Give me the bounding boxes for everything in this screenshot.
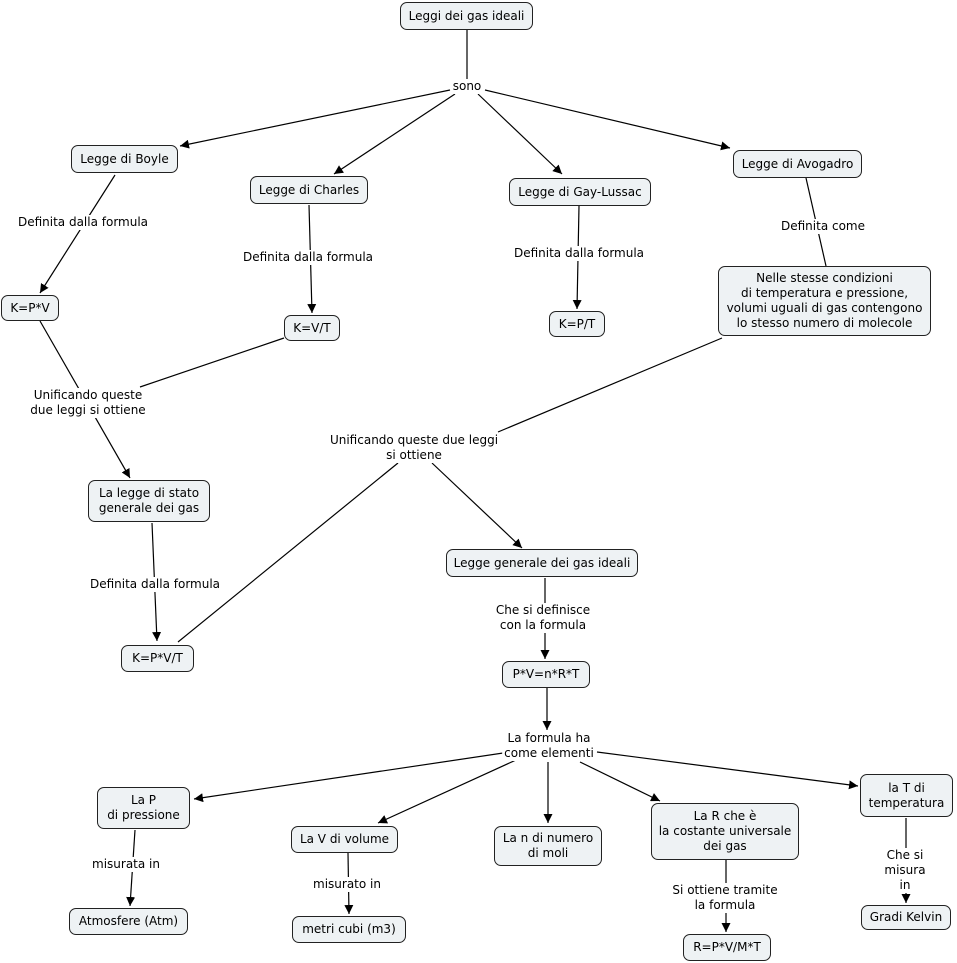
node-formula-r[interactable]: R=P*V/M*T xyxy=(683,934,771,961)
node-costante-universale[interactable]: La R che è la costante universale dei ga… xyxy=(651,803,799,860)
link-label-definita-stato: Definita dalla formula xyxy=(87,577,223,592)
link-label-che-si-definisce: Che si definisce con la formula xyxy=(493,603,593,633)
link-label-si-ottiene: Si ottiene tramite la formula xyxy=(670,883,780,913)
node-legge-stato-generale[interactable]: La legge di stato generale dei gas xyxy=(88,480,210,522)
link-label-unificando-1: Unificando queste due leggi si ottiene xyxy=(28,388,148,418)
link-label-elementi: La formula ha come elementi xyxy=(502,731,596,761)
node-formula-stato[interactable]: K=P*V/T xyxy=(121,645,194,672)
link-label-unificando-2: Unificando queste due leggi si ottiene xyxy=(327,433,501,463)
node-formula-charles[interactable]: K=V/T xyxy=(284,315,340,341)
link-label-definita-boyle: Definita dalla formula xyxy=(15,215,151,230)
node-metri-cubi[interactable]: metri cubi (m3) xyxy=(292,916,406,943)
link-label-sono: sono xyxy=(450,79,484,94)
node-volume[interactable]: La V di volume xyxy=(291,826,398,853)
node-legge-gay-lussac[interactable]: Legge di Gay-Lussac xyxy=(509,178,651,206)
link-label-misurata: misurata in xyxy=(90,857,162,872)
node-legge-boyle[interactable]: Legge di Boyle xyxy=(71,145,178,173)
link-label-definita-avogadro: Definita come xyxy=(778,219,868,234)
node-atmosfere[interactable]: Atmosfere (Atm) xyxy=(69,908,188,935)
link-label-definita-gay-lussac: Definita dalla formula xyxy=(511,246,647,261)
node-numero-moli[interactable]: La n di numero di moli xyxy=(494,826,602,866)
node-formula-gay-lussac[interactable]: K=P/T xyxy=(549,311,605,337)
node-formula-generale[interactable]: P*V=n*R*T xyxy=(502,661,590,688)
node-temperatura[interactable]: la T di temperatura xyxy=(860,774,953,817)
node-avogadro-definizione[interactable]: Nelle stesse condizioni di temperatura e… xyxy=(718,266,931,336)
node-pressione[interactable]: La P di pressione xyxy=(97,787,190,829)
node-leggi-gas-ideali[interactable]: Leggi dei gas ideali xyxy=(400,2,533,30)
node-legge-avogadro[interactable]: Legge di Avogadro xyxy=(733,150,862,178)
node-legge-generale-gas[interactable]: Legge generale dei gas ideali xyxy=(446,549,638,577)
link-label-che-si-misura: Che si misura in xyxy=(879,848,931,893)
link-label-definita-charles: Definita dalla formula xyxy=(240,250,376,265)
node-legge-charles[interactable]: Legge di Charles xyxy=(250,176,368,204)
link-label-misurato: misurato in xyxy=(311,877,383,892)
node-formula-boyle[interactable]: K=P*V xyxy=(1,295,59,321)
node-gradi-kelvin[interactable]: Gradi Kelvin xyxy=(861,905,951,930)
